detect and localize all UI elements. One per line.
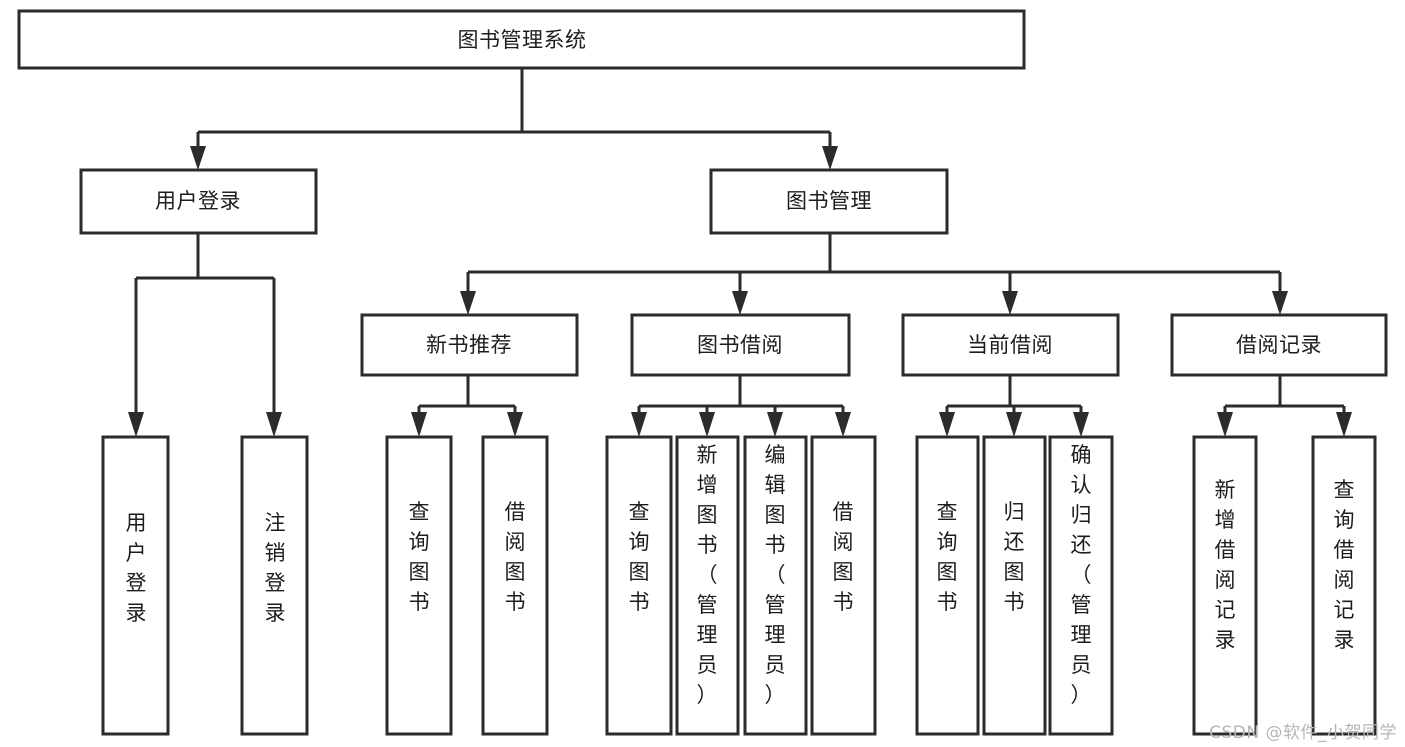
leaf-current-confirm-return-box[interactable] (1048, 435, 1114, 736)
leaf-new-query-book[interactable]: 查询图书 (385, 435, 453, 736)
arrow-current-leaf-return (1006, 412, 1022, 437)
node-new-book-recommend[interactable]: 新书推荐 (360, 313, 579, 377)
node-book-management-label: 图书管理 (786, 189, 872, 213)
arrow-new-leaf-query (411, 412, 427, 437)
leaf-current-query-book[interactable]: 查询图书 (915, 435, 980, 736)
arrow-borrow-leaf-add (699, 412, 715, 437)
arrow-borrow-record (1272, 291, 1288, 315)
leaf-user-login-label: 用户登录 (126, 511, 147, 625)
arrow-book-borrow (732, 291, 748, 315)
node-new-book-recommend-label: 新书推荐 (426, 333, 512, 357)
leaf-record-query-label: 查询借阅记录 (1334, 478, 1355, 652)
node-borrow-record-box[interactable] (1170, 313, 1388, 377)
node-root-label: 图书管理系统 (458, 28, 587, 52)
leaf-new-query-book-box[interactable] (385, 435, 453, 736)
arrow-user-login (190, 146, 206, 170)
arrow-borrow-leaf-query (631, 412, 647, 437)
leaf-record-add[interactable]: 新增借阅记录 (1192, 435, 1258, 736)
arrow-new-leaf-borrow (507, 412, 523, 437)
node-book-borrow-box[interactable] (630, 313, 851, 377)
leaf-borrow-add-book-box[interactable] (675, 435, 740, 736)
leaf-new-query-book-label: 查询图书 (409, 500, 430, 614)
node-new-book-recommend-box[interactable] (360, 313, 579, 377)
leaf-record-add-label: 新增借阅记录 (1215, 478, 1236, 652)
node-book-borrow-label: 图书借阅 (697, 333, 783, 357)
arrow-record-leaf-add (1217, 412, 1233, 437)
arrow-borrow-leaf-lend (835, 412, 851, 437)
leaf-record-add-box[interactable] (1192, 435, 1258, 736)
arrow-record-leaf-query (1336, 412, 1352, 437)
leaf-borrow-query-book-label: 查询图书 (629, 500, 650, 614)
leaf-borrow-query-book-box[interactable] (605, 435, 673, 736)
leaf-borrow-query-book[interactable]: 查询图书 (605, 435, 673, 736)
leaf-current-return-book-box[interactable] (982, 435, 1047, 736)
leaf-current-return-book[interactable]: 归还图书 (982, 435, 1047, 736)
leaf-current-query-book-label: 查询图书 (937, 500, 958, 614)
leaf-borrow-edit-book-box[interactable] (743, 435, 808, 736)
node-book-borrow[interactable]: 图书借阅 (630, 313, 851, 377)
leaf-new-borrow-book[interactable]: 借阅图书 (481, 435, 549, 736)
leaf-borrow-lend-book[interactable]: 借阅图书 (810, 435, 877, 736)
arrow-current-leaf-query (939, 412, 955, 437)
arrow-borrow-leaf-edit (767, 412, 783, 437)
node-book-management-box[interactable] (709, 168, 949, 235)
leaf-record-query-box[interactable] (1311, 435, 1377, 736)
connector-layer (128, 68, 1352, 437)
arrow-new-book-recommend (460, 291, 476, 315)
node-root[interactable]: 图书管理系统 (17, 9, 1026, 70)
csdn-watermark: CSDN @软件_小贺同学 (1209, 723, 1397, 743)
leaf-current-query-book-box[interactable] (915, 435, 980, 736)
leaf-logout[interactable]: 注销登录 (240, 435, 309, 736)
node-current-borrow-box[interactable] (901, 313, 1120, 377)
leaf-user-login[interactable]: 用户登录 (101, 435, 170, 736)
node-current-borrow-label: 当前借阅 (967, 333, 1053, 357)
leaf-user-login-box[interactable] (101, 435, 170, 736)
node-book-management[interactable]: 图书管理 (709, 168, 949, 235)
arrow-current-leaf-confirm (1073, 412, 1089, 437)
leaf-borrow-lend-book-box[interactable] (810, 435, 877, 736)
leaf-borrow-edit-book-label: 编辑图书（管理员） (765, 443, 786, 707)
arrow-book-mgmt (822, 146, 838, 170)
node-user-login[interactable]: 用户登录 (79, 168, 318, 235)
node-current-borrow[interactable]: 当前借阅 (901, 313, 1120, 377)
node-root-box[interactable] (17, 9, 1026, 70)
leaf-current-confirm-return[interactable]: 确认归还（管理员） (1048, 435, 1114, 736)
node-user-login-box[interactable] (79, 168, 318, 235)
leaf-borrow-edit-book[interactable]: 编辑图书（管理员） (743, 435, 808, 736)
arrow-leaf-logout (266, 412, 282, 437)
leaf-borrow-add-book[interactable]: 新增图书（管理员） (675, 435, 740, 736)
leaf-current-confirm-return-label: 确认归还（管理员） (1071, 443, 1092, 707)
leaf-borrow-lend-book-label: 借阅图书 (833, 500, 854, 614)
arrow-current-borrow (1002, 291, 1018, 315)
leaf-new-borrow-book-label: 借阅图书 (505, 500, 526, 614)
leaf-new-borrow-book-box[interactable] (481, 435, 549, 736)
leaf-logout-box[interactable] (240, 435, 309, 736)
node-borrow-record-label: 借阅记录 (1236, 333, 1322, 357)
leaf-logout-label: 注销登录 (265, 511, 286, 625)
node-borrow-record[interactable]: 借阅记录 (1170, 313, 1388, 377)
leaf-record-query[interactable]: 查询借阅记录 (1311, 435, 1377, 736)
leaf-borrow-add-book-label: 新增图书（管理员） (697, 443, 718, 707)
node-user-login-label: 用户登录 (155, 189, 241, 213)
leaf-current-return-book-label: 归还图书 (1004, 500, 1025, 614)
arrow-leaf-user-login (128, 412, 144, 437)
